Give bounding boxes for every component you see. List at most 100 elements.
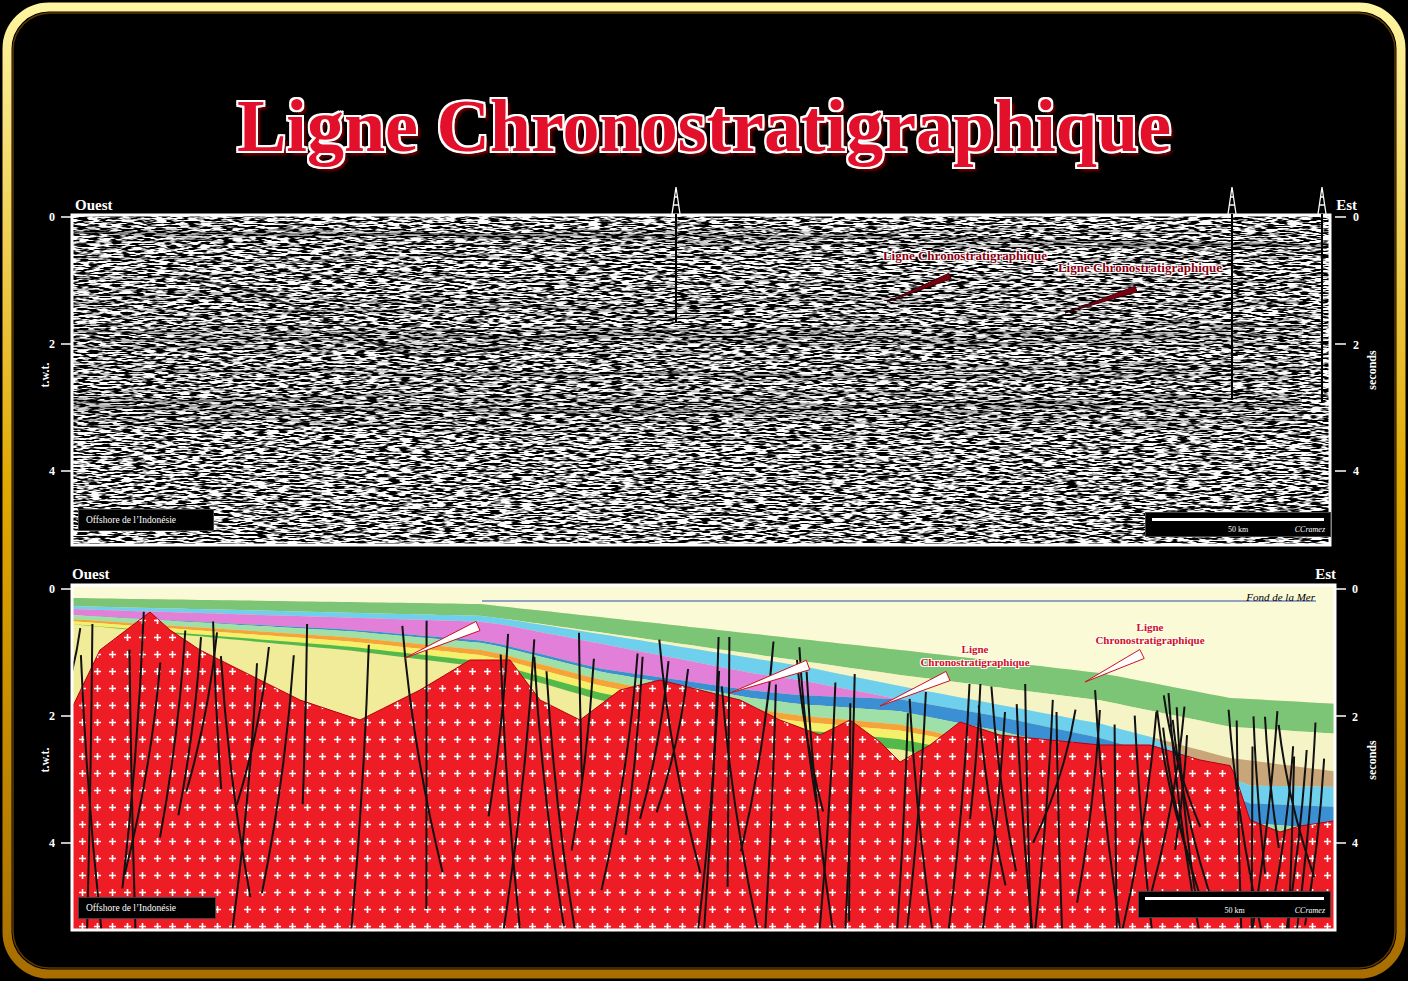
- well-trajectory: [675, 214, 677, 322]
- seismic-reflector: [72, 402, 1302, 422]
- axis-tick: [1335, 343, 1346, 345]
- callout-pointer: [887, 273, 951, 302]
- gold-frame: [7, 7, 1401, 974]
- fault-line: [1033, 710, 1075, 843]
- axis-tick: [61, 343, 72, 345]
- panel-border: [72, 585, 1335, 930]
- axis-value: 2: [49, 337, 55, 352]
- callout-label: Ligne Chronostratigraphique: [1083, 621, 1218, 646]
- fault-line: [547, 671, 585, 930]
- fault-line: [728, 637, 730, 887]
- axis-value: 2: [1353, 338, 1359, 353]
- callout-label: Ligne Chronostratigraphique: [908, 643, 1043, 668]
- scale-box: 50 kmCCramez: [1145, 512, 1331, 537]
- callout-pointer: [880, 671, 950, 706]
- callout-pointer: [1065, 286, 1137, 313]
- seafloor-label: Fond de la Mer: [1246, 591, 1315, 603]
- fault-line: [579, 633, 582, 783]
- axis-title: seconds: [1365, 350, 1380, 389]
- derrick-symbol: [672, 187, 680, 214]
- fault-line: [122, 612, 143, 889]
- fault-line: [1095, 690, 1130, 930]
- derrick-symbol: [1228, 187, 1236, 214]
- region-box: Offshore de l’Indonésie: [78, 897, 216, 919]
- fault-line: [348, 645, 369, 930]
- seismic-reflector: [72, 396, 1302, 416]
- title: Ligne Chronostratigraphique: [237, 89, 1171, 163]
- axis-tick: [61, 842, 72, 844]
- seismic-reflector: [72, 377, 1302, 393]
- seismic-ground: [72, 215, 1330, 545]
- fault-line: [1077, 710, 1100, 903]
- seismic-reflector: [72, 358, 1302, 370]
- fault-line: [602, 654, 638, 891]
- fault-line: [910, 699, 948, 930]
- seismic-reflector: [190, 280, 520, 356]
- axis-tick: [61, 216, 72, 218]
- fault-line: [402, 626, 442, 872]
- seafloor-line: [482, 600, 1316, 601]
- callout-label: Ligne Chronostratigraphique: [883, 249, 1048, 264]
- region-name: Offshore de l’Indonésie: [79, 898, 215, 918]
- region-name: Offshore de l’Indonésie: [79, 510, 213, 530]
- seismic-reflector: [72, 345, 1302, 367]
- axis-value: 4: [1353, 464, 1359, 479]
- fault-line: [125, 663, 161, 875]
- axis-tick: [1335, 715, 1346, 717]
- fault-line: [657, 669, 688, 812]
- panel-border: [72, 215, 1330, 545]
- fault-line: [213, 622, 221, 789]
- seismic-noise: [72, 215, 1330, 545]
- author-credit: CCramez: [1295, 525, 1325, 534]
- side-label: Est: [1315, 566, 1336, 583]
- decorations: [61, 187, 1346, 843]
- fault-line: [979, 705, 1006, 885]
- axis-tick: [61, 470, 72, 472]
- fault-line: [942, 684, 970, 930]
- well-trajectory: [1321, 214, 1323, 402]
- fault-line: [1265, 717, 1279, 848]
- fault-line: [700, 637, 718, 930]
- fault-line: [659, 640, 700, 873]
- fault-line: [81, 655, 109, 930]
- fault-line: [303, 624, 307, 804]
- fault-line: [178, 637, 201, 815]
- fault-line: [572, 659, 594, 851]
- callout-pointer: [405, 621, 480, 658]
- axis-value: 2: [49, 709, 55, 724]
- seabed-reflector: [72, 232, 1330, 246]
- fault-line: [991, 687, 1016, 872]
- seismic-reflector: [72, 324, 1302, 336]
- geological-section: [72, 585, 1335, 930]
- fault-line: [1057, 712, 1063, 930]
- fault-line: [843, 674, 855, 930]
- axis-tick: [1335, 842, 1346, 844]
- callout-pointer: [1085, 650, 1144, 682]
- axis-tick: [1335, 588, 1346, 590]
- seismic-reflector: [72, 418, 1302, 429]
- axis-tick: [1335, 470, 1346, 472]
- axis-value: 0: [49, 582, 55, 597]
- seismic-panel: [72, 215, 1330, 545]
- axis-value: 4: [1352, 836, 1358, 851]
- seismic-reflector: [72, 301, 1302, 317]
- fault-line: [1279, 725, 1315, 877]
- fault-line: [969, 712, 1005, 930]
- derrick-symbol: [1318, 187, 1326, 214]
- region-box: Offshore de l’Indonésie: [78, 509, 214, 531]
- frame-inner-line: [13, 13, 1395, 968]
- fault-line: [262, 655, 294, 893]
- fault-line: [1254, 716, 1266, 873]
- fault-line: [237, 647, 269, 805]
- well-trajectory: [1231, 214, 1233, 400]
- fault-line: [495, 639, 535, 930]
- seismic-reflector: [72, 363, 1302, 386]
- scale-bar: [1152, 518, 1324, 521]
- scale-value: 50 km: [1224, 906, 1244, 915]
- fault-line: [425, 621, 427, 909]
- axis-tick: [61, 715, 72, 717]
- axis-title: seconds: [1365, 740, 1380, 779]
- author-credit: CCramez: [1295, 906, 1325, 915]
- fault-line: [1025, 684, 1035, 930]
